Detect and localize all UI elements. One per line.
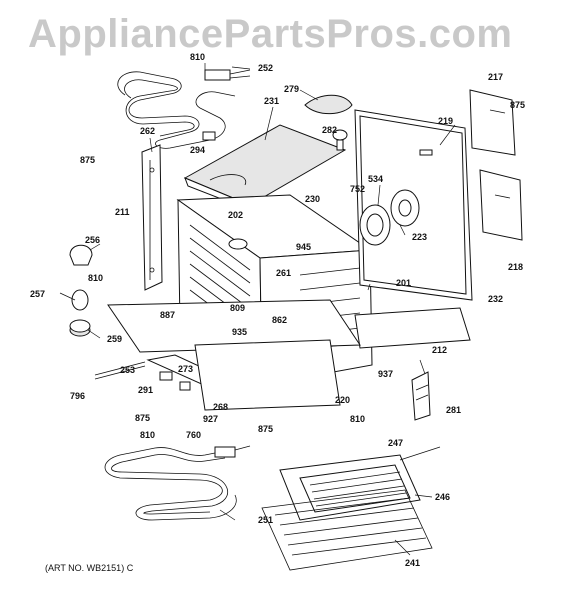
callout-875-left: 875 [80, 155, 95, 165]
callout-256: 256 [85, 235, 100, 245]
callout-281: 281 [446, 405, 461, 415]
broil-pan [279, 454, 421, 521]
callout-212: 212 [432, 345, 447, 355]
door-hinge [94, 361, 191, 391]
callout-810-right: 810 [350, 414, 365, 424]
callout-220: 220 [335, 395, 350, 405]
callout-862: 862 [272, 315, 287, 325]
callout-796: 796 [70, 391, 85, 401]
callout-810-bottom: 810 [140, 430, 155, 440]
callout-241: 241 [405, 558, 420, 568]
callout-273: 273 [178, 364, 193, 374]
callout-252: 252 [258, 63, 273, 73]
right-hinge-bracket [411, 371, 431, 421]
callout-875-mid: 875 [135, 413, 150, 423]
art-number-label: (ART NO. WB2151) C [45, 563, 134, 573]
fan-cover [304, 94, 353, 151]
front-trim-strip [146, 339, 341, 411]
upper-bake-element [117, 69, 251, 149]
left-side-panel [141, 144, 163, 291]
callout-247: 247 [388, 438, 403, 448]
callout-279: 279 [284, 84, 299, 94]
callout-230: 230 [305, 194, 320, 204]
callout-262: 262 [140, 126, 155, 136]
callout-291: 291 [138, 385, 153, 395]
callout-218: 218 [508, 262, 523, 272]
oven-rack [261, 489, 433, 571]
convection-fan [359, 189, 420, 246]
callout-935: 935 [232, 327, 247, 337]
callout-246: 246 [435, 492, 450, 502]
callout-231: 231 [264, 96, 279, 106]
callout-202: 202 [228, 210, 243, 220]
callout-887: 887 [160, 310, 175, 320]
watermark-logo: AppliancePartsPros.com [28, 12, 513, 56]
callout-217: 217 [488, 72, 503, 82]
callout-201: 201 [396, 278, 411, 288]
callout-937: 937 [378, 369, 393, 379]
callout-257: 257 [30, 289, 45, 299]
callout-809: 809 [230, 303, 245, 313]
callout-223: 223 [412, 232, 427, 242]
callout-875-bottom: 875 [258, 424, 273, 434]
callout-253: 253 [120, 365, 135, 375]
leader-lines [59, 63, 456, 556]
callout-752: 752 [350, 184, 365, 194]
callout-760: 760 [186, 430, 201, 440]
callout-945: 945 [296, 242, 311, 252]
callout-211: 211 [115, 207, 130, 217]
callout-294: 294 [190, 145, 205, 155]
lower-bake-element [104, 445, 251, 521]
callout-927: 927 [203, 414, 218, 424]
callout-810: 810 [190, 52, 205, 62]
callout-232: 232 [488, 294, 503, 304]
callout-261: 261 [276, 268, 291, 278]
callout-labels: 810 252 279 231 217 875 219 262 282 294 … [30, 52, 525, 568]
bottom-panel [107, 299, 471, 353]
callout-259: 259 [107, 334, 122, 344]
callout-875-top-right: 875 [510, 100, 525, 110]
callout-810-left: 810 [88, 273, 103, 283]
callout-219: 219 [438, 116, 453, 126]
callout-251: 251 [258, 515, 273, 525]
callout-534: 534 [368, 174, 383, 184]
callout-268: 268 [213, 402, 228, 412]
side-duct-bracket [469, 89, 523, 241]
control-components [69, 244, 93, 337]
callout-282: 282 [322, 125, 337, 135]
